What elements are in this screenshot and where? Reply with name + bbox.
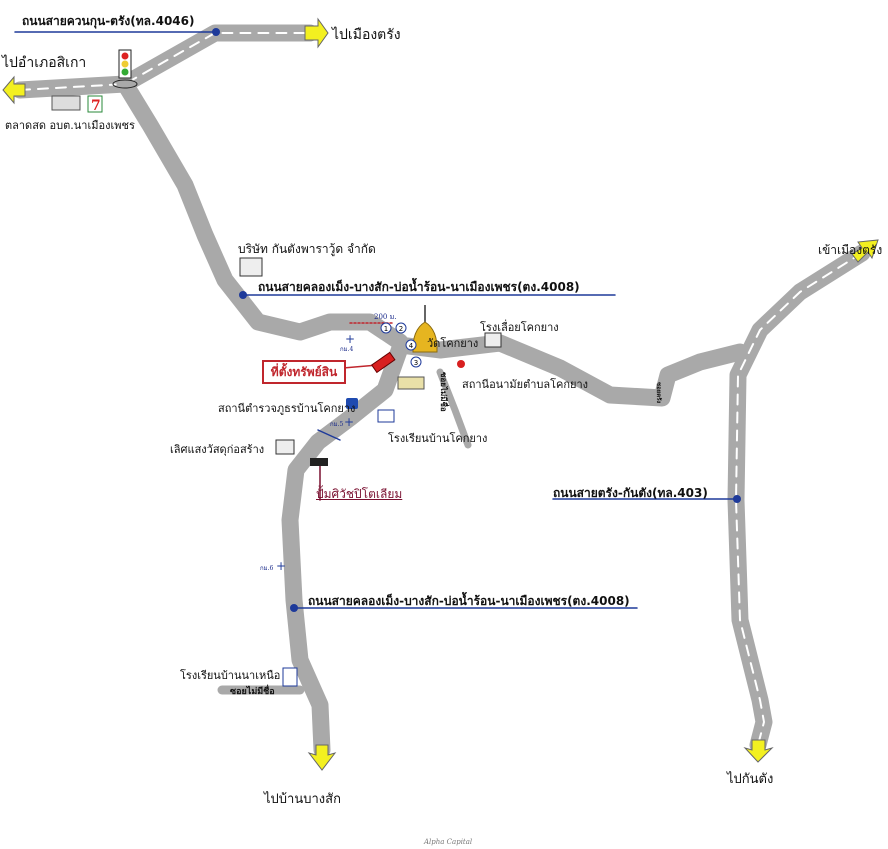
police-label: สถานีตำรวจภูธรบ้านโคกยาง (218, 402, 356, 415)
school-khok-yang-label: โรงเรียนบ้านโคกยาง (388, 432, 488, 445)
sawmill-building-icon (484, 332, 502, 348)
km5-label: กม.5 (330, 421, 344, 428)
sawmill-label: โรงเลื่อยโคกยาง (480, 321, 559, 334)
marker-4: 4 (409, 342, 414, 350)
km4-label: กม.4 (340, 346, 354, 353)
road-4046-dash (19, 32, 311, 91)
side-soi (436, 368, 472, 449)
credit-text: Alpha Capital (424, 838, 473, 846)
soi-trang-label: ซอยตรัง (655, 382, 662, 404)
arrow-to-kantang-icon (743, 739, 774, 763)
arrow-to-trang-icon (304, 17, 329, 49)
gas-station-icon (310, 458, 328, 466)
market-building-icon (397, 376, 425, 390)
km4-cross-icon: + (345, 332, 355, 346)
road-403 (727, 244, 871, 754)
construction-store-icon (275, 439, 295, 455)
arrow-to-sikao-icon (2, 75, 26, 105)
construction-store-label: เลิศแสงวัสดุก่อสร้าง (170, 443, 265, 456)
arrow-into-trang-icon (851, 239, 879, 263)
seven-eleven-icon: 7 (87, 95, 103, 114)
arrow-to-bang-sak-icon (307, 744, 337, 771)
direction-to-bang-sak: ไปบ้านบางสัก (264, 792, 341, 807)
junction-dot-4008-upper (239, 291, 247, 299)
traffic-light-icon (112, 49, 138, 89)
direction-into-trang: เข้าเมืองตรัง (818, 243, 883, 257)
road-label-403: ถนนสายตรัง-กันตัง(ทล.403) (553, 486, 708, 500)
marker-2: 2 (399, 325, 403, 333)
side-soi-label: ซอยไม่มีชื่อ (439, 372, 449, 412)
health-station-label: สถานีอนามัยตำบลโคกยาง (462, 378, 589, 391)
temple-icon (412, 305, 438, 353)
svg-text:7: 7 (91, 98, 101, 114)
marker-3: 3 (414, 359, 418, 367)
junction-dot-4008-lower (290, 604, 298, 612)
health-cross-icon (457, 360, 465, 368)
company-building-icon (239, 257, 263, 277)
market-label: ตลาดสด อบต.นาเมืองเพชร (5, 119, 135, 132)
road-label-4008-upper: ถนนสายคลองเม็ง-บางสัก-บ่อน้ำร้อน-นาเมือง… (258, 280, 580, 294)
distance-label: 200 ม. (374, 313, 397, 321)
marker-1: 1 (384, 325, 388, 333)
property-location-label: ที่ตั้งทรัพย์สิน (262, 360, 346, 384)
school-na-nuea-icon (282, 667, 298, 687)
road-4008-south (281, 339, 409, 759)
junction-dot-4046 (212, 28, 220, 36)
school-icon (377, 409, 395, 423)
temple-label: วัดโคกยาง (427, 337, 479, 350)
market-icon (51, 95, 81, 111)
road-label-4008-lower: ถนนสายคลองเม็ง-บางสัก-บ่อน้ำร้อน-นาเมือง… (308, 594, 630, 608)
direction-to-trang: ไปเมืองตรัง (332, 27, 401, 43)
road-4008-north (116, 75, 409, 351)
company-label: บริษัท กันตังพาราวู้ด จำกัด (238, 242, 376, 256)
gas-station-label: ปั้มศิวัชปิโตเลียม (316, 487, 403, 501)
junction-dot-403 (733, 495, 741, 503)
police-icon (346, 398, 358, 409)
soi-unnamed-label: ซอยไม่มีชื่อ (230, 687, 275, 697)
road-4008-east (391, 334, 749, 407)
school-na-nuea-label: โรงเรียนบ้านนาเหนือ (180, 669, 281, 682)
road-403-dash (735, 252, 863, 746)
km5-cross-icon: + (344, 415, 354, 429)
road-label-4046: ถนนสายควนกุน-ตรัง(ทล.4046) (22, 14, 195, 28)
km6-label: กม.6 (260, 565, 274, 572)
km6-cross-icon: + (276, 559, 286, 573)
direction-to-kantang: ไปกันตัง (727, 772, 774, 787)
direction-to-sikao: ไปอำเภอสิเกา (2, 55, 87, 71)
property-marker-icon (370, 351, 396, 374)
